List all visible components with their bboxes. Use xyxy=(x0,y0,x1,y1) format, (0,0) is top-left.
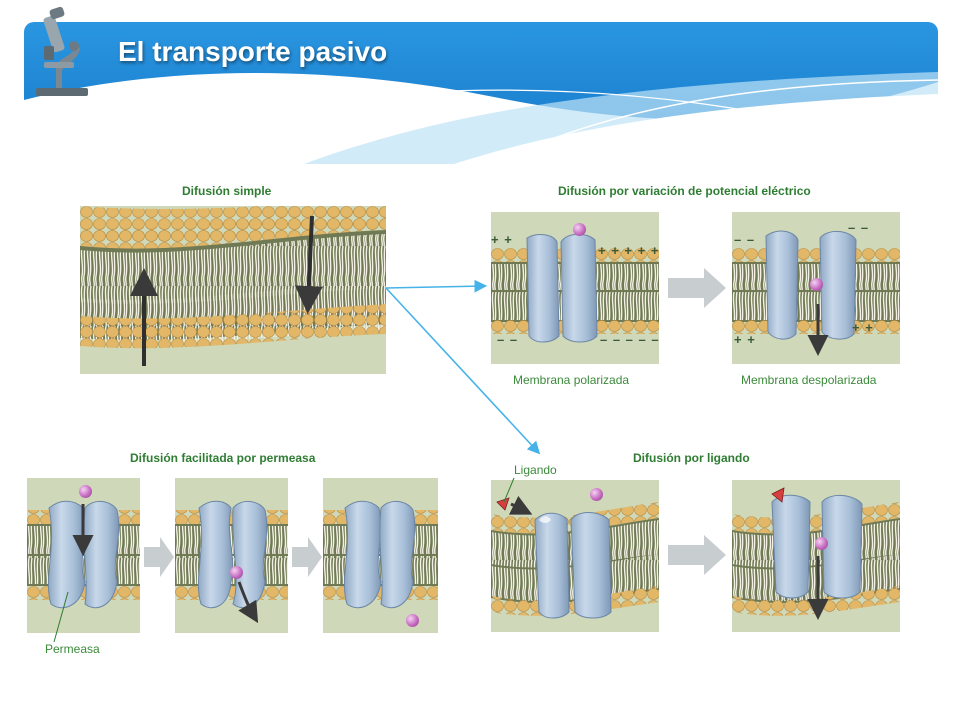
ligand-leader-line xyxy=(503,477,515,503)
charge-plus-right: + + + + + xyxy=(598,243,660,258)
charge-minus-right: – – – – – xyxy=(600,332,660,347)
permease-panel-2 xyxy=(175,478,288,633)
permease-panel-3 xyxy=(323,478,438,633)
molecule xyxy=(230,566,243,579)
charge-minus-left: – – xyxy=(734,232,756,247)
molecule xyxy=(406,614,419,627)
caption-depolarized: Membrana despolarizada xyxy=(741,373,877,387)
molecule xyxy=(815,537,828,550)
charge-minus-left: – – xyxy=(497,332,519,347)
ligand-panel-1 xyxy=(491,480,659,632)
gray-arrow xyxy=(668,535,726,575)
header-banner xyxy=(24,22,938,164)
permease-leader-line xyxy=(53,591,69,643)
connector-arrows xyxy=(385,279,541,455)
charge-plus-left: + + xyxy=(734,332,756,347)
permease-panel-1 xyxy=(27,478,140,633)
section-title-simple: Difusión simple xyxy=(182,184,272,198)
label-permease: Permeasa xyxy=(45,642,100,656)
ligand-panel-2 xyxy=(732,480,900,632)
page-title: El transporte pasivo xyxy=(118,36,388,67)
charge-plus-left: + + xyxy=(491,232,513,247)
molecule xyxy=(810,278,823,291)
section-title-permease: Difusión facilitada por permeasa xyxy=(130,451,316,465)
simple-diffusion-panel xyxy=(80,206,386,374)
gray-arrow xyxy=(144,537,174,577)
charge-plus-right: + + xyxy=(852,320,874,335)
molecule xyxy=(590,488,603,501)
molecule xyxy=(573,223,586,236)
label-ligand: Ligando xyxy=(514,463,557,477)
gray-arrow xyxy=(668,268,726,308)
gray-arrow xyxy=(292,537,322,577)
molecule xyxy=(79,485,92,498)
charge-minus-right: – – xyxy=(848,220,870,235)
section-title-ligand: Difusión por ligando xyxy=(633,451,750,465)
caption-polarized: Membrana polarizada xyxy=(513,373,630,387)
section-title-electric: Difusión por variación de potencial eléc… xyxy=(558,184,811,198)
polarized-membrane-panel xyxy=(491,212,659,364)
microscope-icon xyxy=(36,6,88,96)
